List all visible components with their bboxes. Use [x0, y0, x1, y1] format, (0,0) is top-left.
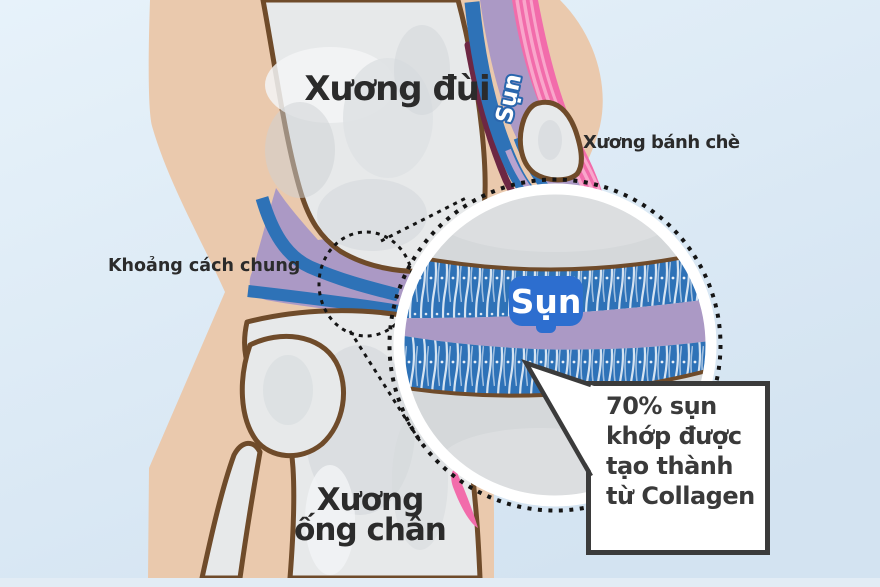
cartilage-band-upper: [255, 196, 400, 302]
zoom-dashed-ring: [387, 177, 723, 513]
dashed-connector-top: [380, 195, 469, 243]
cartilage-badge: Sụn: [509, 276, 583, 333]
bone-texture: [538, 120, 562, 160]
fibula-bone: [199, 333, 346, 581]
patella-label: Xương bánh chè: [583, 132, 740, 153]
shin-label-line1: Xương: [317, 482, 424, 518]
zoom-circle: Sụn: [387, 177, 723, 513]
collagen-fibers-bottom: [404, 334, 706, 396]
callout-line-3: tạo thành: [606, 452, 733, 480]
tendon-sliver: [451, 468, 478, 528]
bottom-strip: [0, 578, 880, 587]
joint-space-label: Khoảng cách chung: [108, 256, 300, 276]
cartilage-band-lower: [247, 285, 401, 317]
bone-cartilage-line-top: [404, 248, 706, 272]
bone-texture: [430, 194, 680, 252]
bone-texture: [263, 355, 313, 425]
callout-line-4: từ Collagen: [606, 482, 755, 510]
callout-tail-outline: [521, 358, 593, 478]
femur-bone: [260, 0, 488, 274]
patella-bone: [517, 99, 584, 183]
callout-line-1: 70% sụn: [606, 392, 717, 420]
shin-label-line2: ống chân: [294, 512, 446, 548]
callout-line-2: khớp được: [606, 422, 742, 450]
zoom-white-ring: [393, 183, 717, 507]
femur-label: Xương đùi: [304, 69, 489, 109]
cartilage-zoom-label: Sụn: [511, 282, 582, 321]
collagen-callout: 70% sụn khớp được tạo thành từ Collagen: [521, 358, 770, 555]
